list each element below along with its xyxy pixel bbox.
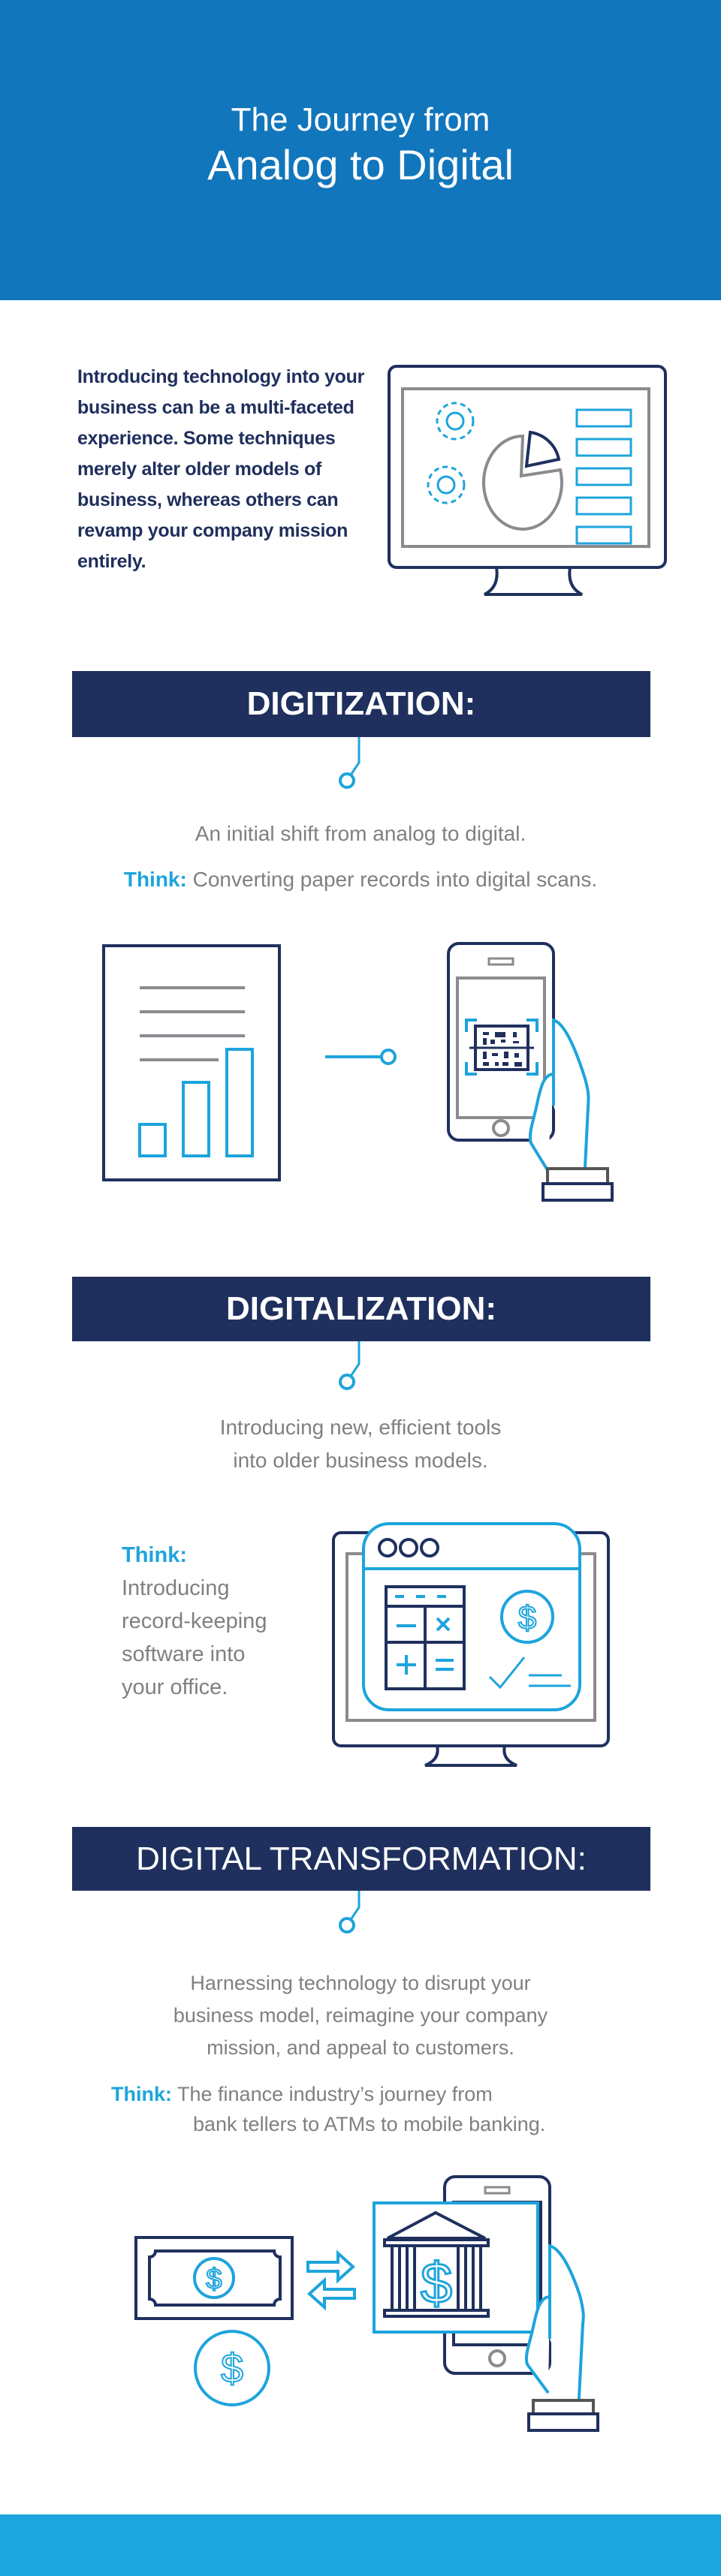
section-description-line2: business model, reimagine your company	[173, 2004, 548, 2027]
phone-mobile-banking-hand-icon: $	[373, 2175, 599, 2432]
monitor-dashboard-icon	[388, 365, 667, 596]
section-banner-digitization: DIGITIZATION:	[72, 671, 650, 737]
page-title-line1: The Journey from	[231, 101, 490, 138]
connector-icon	[339, 1891, 360, 1934]
monitor-accounting-software-icon: $	[332, 1522, 610, 1767]
connector-icon	[339, 1341, 360, 1390]
footer-bar	[0, 2514, 721, 2576]
section-banner-digital-transformation: DIGITAL TRANSFORMATION:	[72, 1827, 650, 1891]
exchange-arrows-icon	[306, 2249, 356, 2311]
coin-icon: $	[194, 2330, 270, 2406]
section-think: Think: Introducing record-keeping softwa…	[122, 1539, 309, 1704]
think-label: Think:	[122, 1543, 187, 1567]
section-think: Think: The finance industry’s journey fr…	[111, 2079, 493, 2109]
svg-text:$: $	[518, 1599, 536, 1636]
think-label: Think:	[123, 868, 187, 891]
connector-icon	[339, 737, 360, 789]
paper-document-chart-icon	[102, 944, 281, 1181]
think-line2: bank tellers to ATMs to mobile banking.	[193, 2113, 546, 2135]
section-description-line1: Introducing new, efficient tools	[219, 1416, 502, 1439]
arrow-connector-icon	[325, 1049, 397, 1065]
header-banner	[0, 0, 721, 300]
svg-text:$: $	[221, 2346, 243, 2391]
section-think: Think: Converting paper records into dig…	[0, 863, 721, 896]
think-line: record-keeping	[122, 1609, 267, 1633]
phone-scan-hand-icon	[447, 942, 614, 1202]
think-label: Think:	[111, 2083, 172, 2105]
section-banner-digitalization: DIGITALIZATION:	[72, 1277, 650, 1341]
page-title-line2: Analog to Digital	[207, 141, 514, 188]
intro-text: Introducing technology into your busines…	[77, 366, 365, 572]
svg-text:$: $	[421, 2252, 452, 2316]
section-description-line3: mission, and appeal to customers.	[207, 2036, 514, 2059]
section-description-line1: Harnessing technology to disrupt your	[190, 1972, 531, 1994]
section-description-line2: into older business models.	[233, 1449, 488, 1472]
think-line: software into	[122, 1642, 246, 1666]
think-line: your office.	[122, 1675, 228, 1699]
dollar-bill-icon: $	[134, 2236, 294, 2320]
think-text: Converting paper records into digital sc…	[192, 868, 598, 891]
think-line: Introducing	[122, 1576, 230, 1600]
think-line1: The finance industry’s journey from	[177, 2083, 493, 2105]
section-description: An initial shift from analog to digital.	[195, 822, 526, 845]
svg-text:$: $	[206, 2264, 222, 2295]
